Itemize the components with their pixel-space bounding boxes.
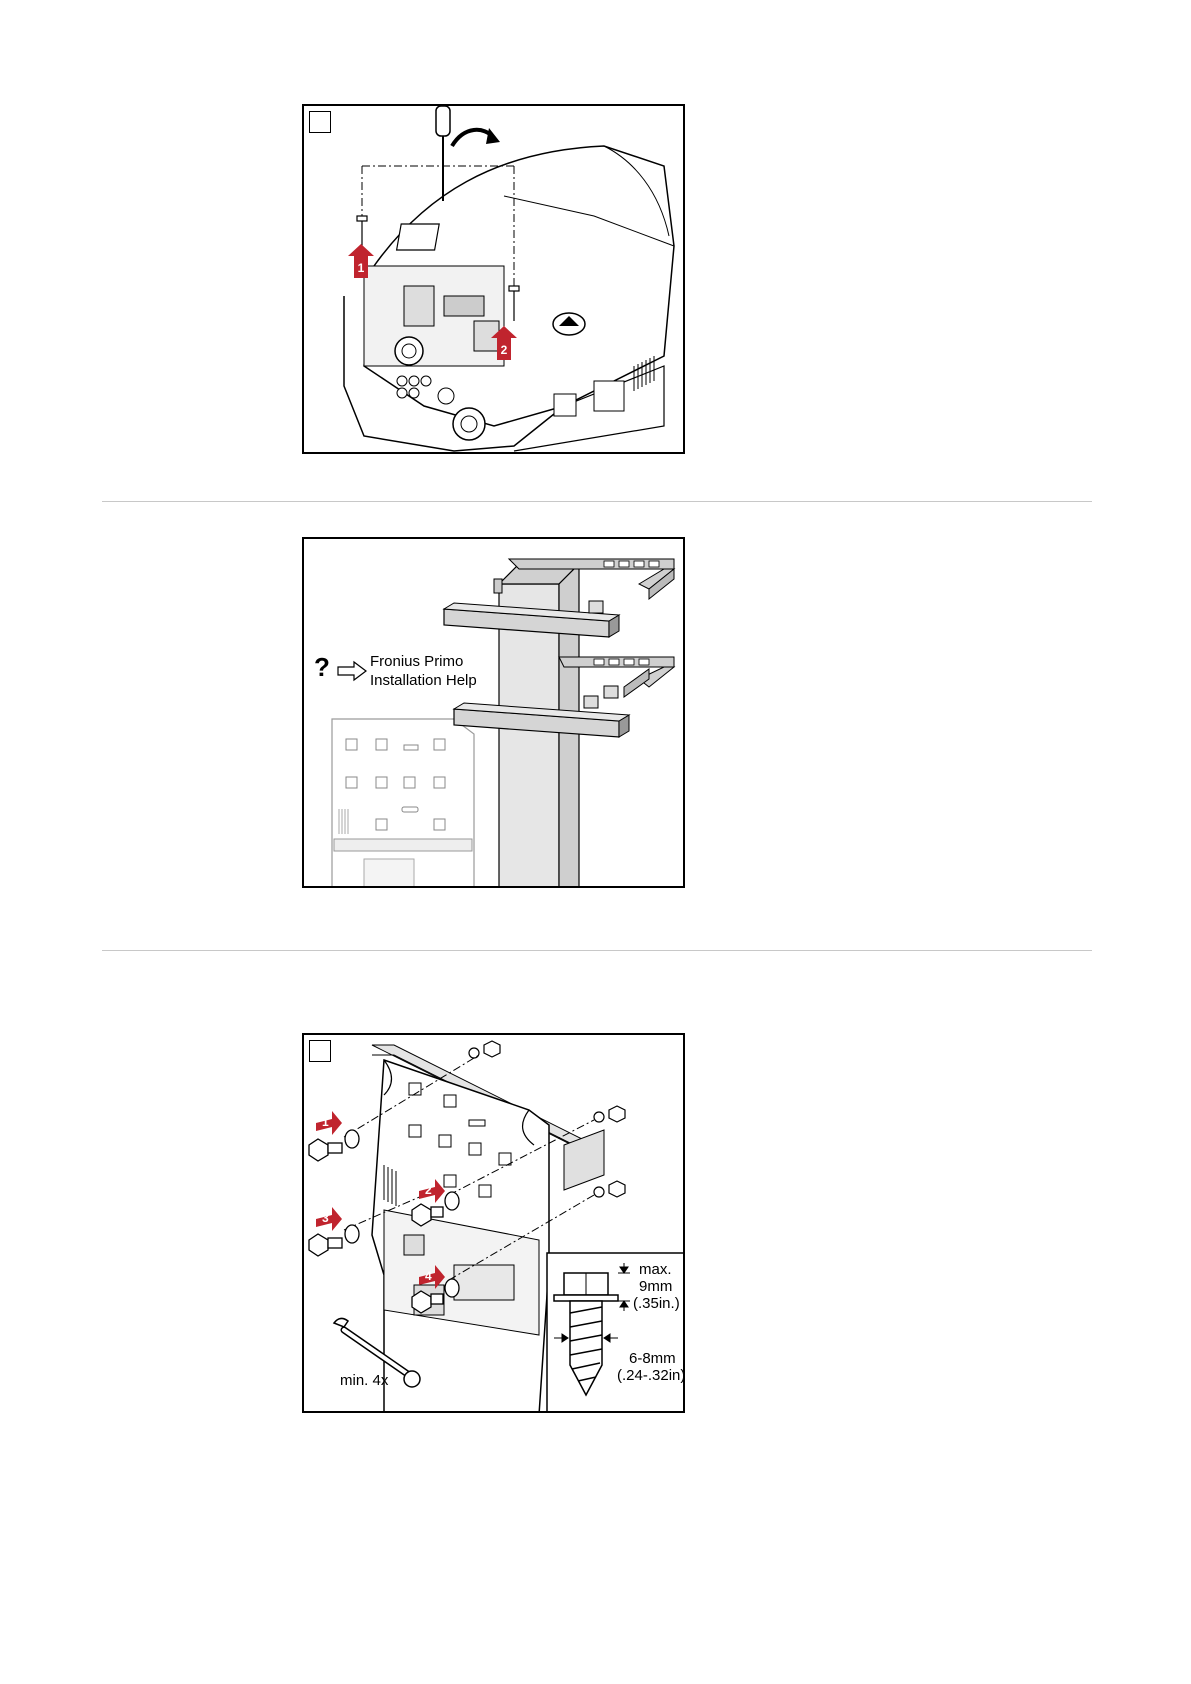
mounting-bracket-illustration [304,1035,685,1413]
arrow-number: 1 [358,261,365,275]
figure-remove-cover: 1 2 [302,104,685,454]
arrow-number: 3 [322,1211,329,1225]
arrow-number: 1 [322,1115,329,1129]
max-label: max. [639,1261,672,1278]
figure-bolt-mounting: 1 2 3 4 max. 9mm (.35in.) 6-8mm (.24-.32… [302,1033,685,1413]
installation-help-line2: Installation Help [370,672,477,689]
inverter-cover-illustration: 1 2 [304,106,685,454]
figure-mast-mounting: ? Fronius Primo Installation Help [302,537,685,888]
diameter-value: 6-8mm [629,1350,676,1367]
installation-help-line1: Fronius Primo [370,653,463,670]
mast-bracket-illustration [304,539,685,888]
quantity-label: min. 4x [340,1372,388,1389]
max-inch: (.35in.) [633,1295,680,1312]
section-divider [102,950,1092,951]
question-mark-icon: ? [314,652,330,683]
arrow-number: 2 [501,343,508,357]
diameter-inch: (.24-.32in) [617,1367,685,1384]
arrow-number: 2 [425,1183,432,1197]
arrow-number: 4 [425,1269,432,1283]
section-divider [102,501,1092,502]
max-value: 9mm [639,1278,672,1295]
